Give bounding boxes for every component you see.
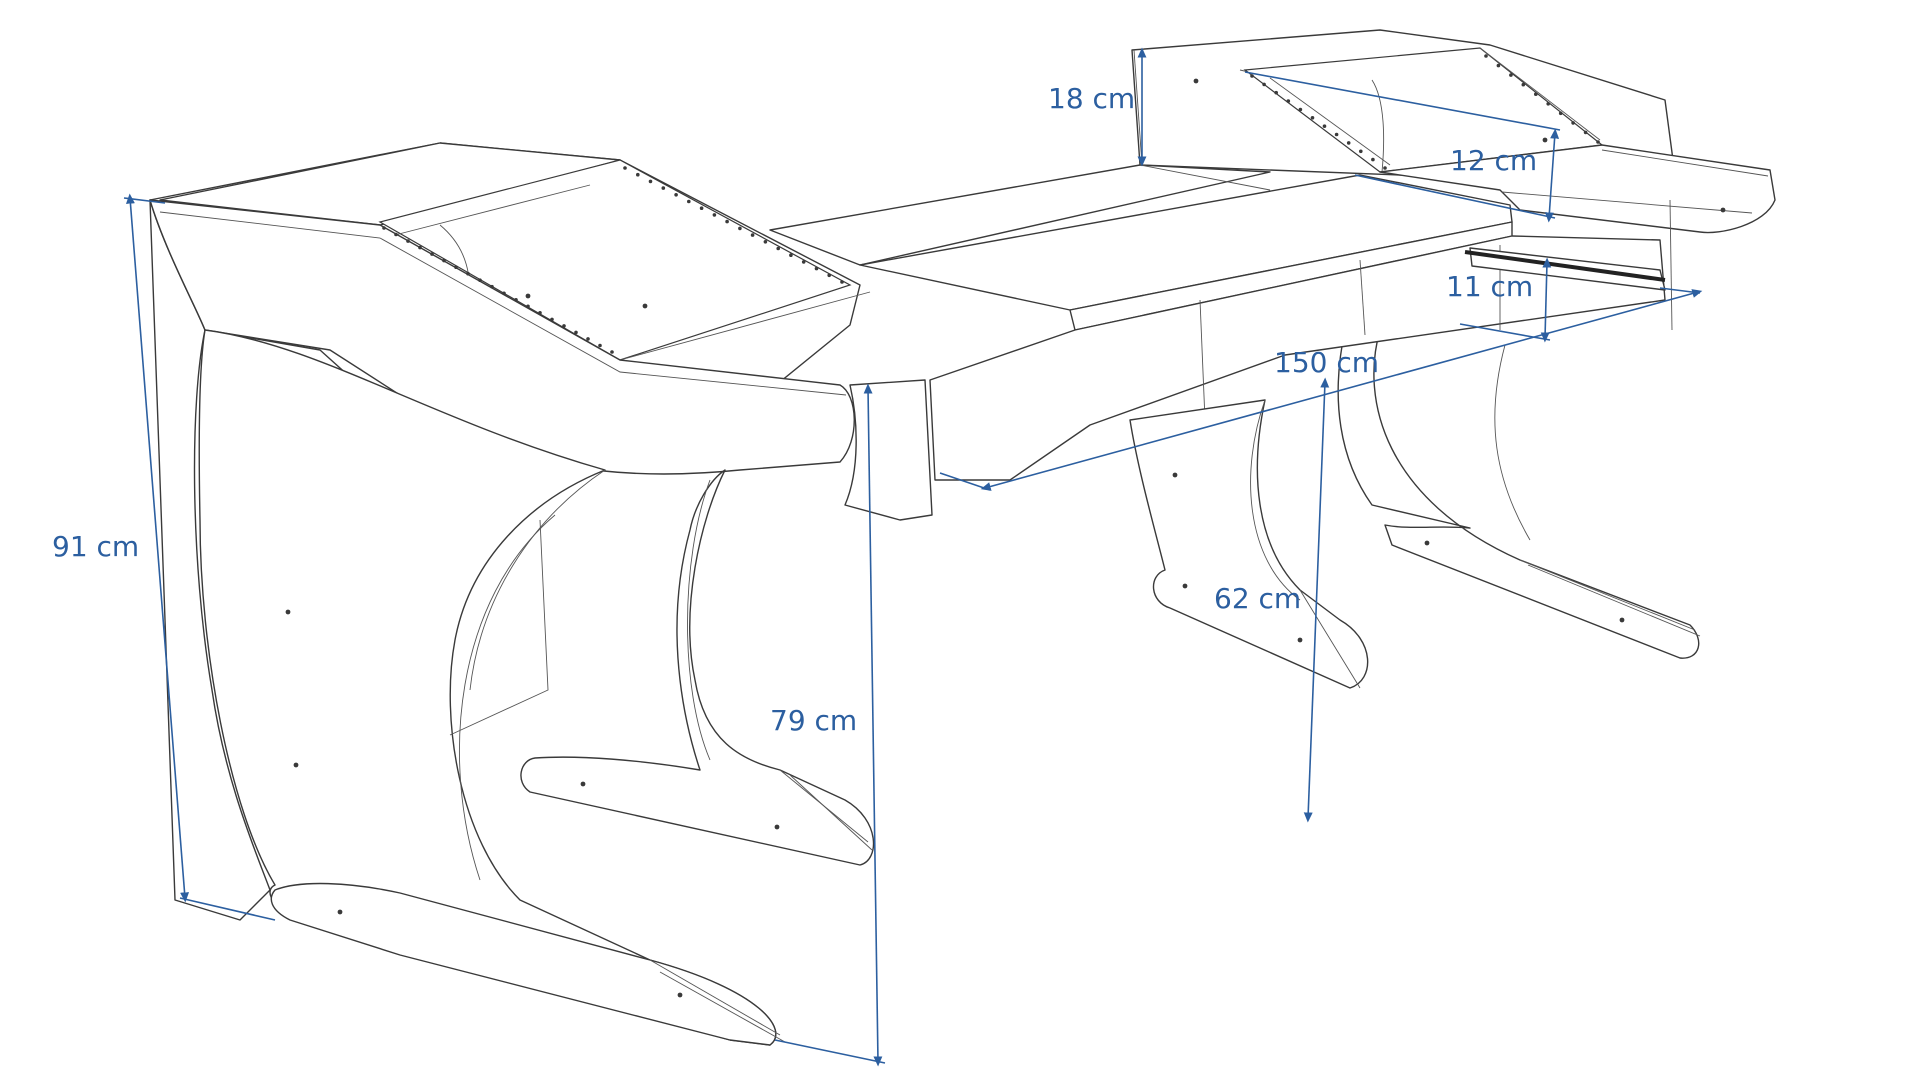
rack-hole [699,206,704,210]
rack-hole [610,350,614,354]
rack-hole [1286,99,1291,103]
rack-hole [750,233,755,237]
rack-hole [526,304,530,309]
label-rack-depth: 12 cm [1450,144,1537,177]
label-legroom-height: 62 cm [1214,582,1301,615]
dim-ext-91-top [123,197,166,204]
rack-hole [454,265,458,270]
dim-ext-150-left [939,472,991,491]
rack-hole [598,343,602,348]
rack-hole [674,193,678,197]
rack-hole [1546,102,1550,106]
rack-hole [623,166,627,170]
dim-ext-91-bottom [179,897,276,921]
dim-line-62cm [1303,377,1330,823]
rack-hole [1250,74,1254,78]
label-total-height: 91 cm [52,530,139,563]
rack-hole [648,179,653,184]
rack-hole [1262,82,1266,87]
rack-hole [827,273,831,278]
rack-hole [430,252,434,256]
rack-hole [490,284,494,289]
rack-hole [442,258,446,263]
rack-hole [418,245,422,250]
label-riser-height: 18 cm [1048,82,1135,115]
label-desk-height: 79 cm [770,704,857,737]
label-drawer-width: 150 cm [1274,346,1379,379]
rack-hole [725,219,729,224]
rack-hole [394,232,398,237]
rack-hole [1322,124,1327,128]
rack-hole [502,291,506,296]
rack-hole [738,226,742,231]
rack-hole [636,172,640,177]
rack-hole [1334,132,1339,137]
rack-hole [661,186,666,190]
rack-hole [514,298,518,302]
rack-hole [776,246,780,251]
rack-hole [1558,111,1563,116]
rack-hole [1509,73,1513,77]
rack-hole [1359,149,1363,154]
dim-line-91cm [125,193,190,903]
rack-hole [562,324,566,328]
rack-hole [1484,54,1488,58]
dim-ext-12-top [1244,71,1561,131]
dim-ext-150-right [1659,287,1701,294]
rack-hole [840,280,844,284]
right-tower [1131,29,1776,659]
rack-hole [1383,166,1387,170]
rack-hole [1596,140,1600,144]
rack-hole [1496,63,1501,68]
rack-hole [406,239,410,243]
rack-hole [1310,116,1315,120]
dimension-labels: 91 cm 79 cm 18 cm 12 cm 11 cm 150 cm 62 … [52,82,1537,737]
rack-hole [789,253,793,257]
rack-hole [466,271,470,276]
dim-ext-79-bottom [774,1039,886,1064]
rack-hole [574,330,578,335]
rack-hole [1534,92,1538,96]
dimension-lines [123,47,1703,1067]
rack-hole [712,213,717,217]
rack-hole [763,240,768,244]
rack-hole [1521,82,1526,87]
rack-hole [801,260,806,264]
rack-hole [550,317,554,322]
rack-hole [1583,130,1588,135]
dim-line-150cm [980,289,1703,491]
rack-holes-right [1250,54,1600,170]
rack-hole [1274,90,1278,95]
rack-hole [538,311,542,315]
rack-hole [1371,157,1375,162]
dim-line-12cm [1544,128,1560,223]
rack-hole [478,278,482,283]
rack-hole [382,226,386,230]
rack-holes-left [382,166,844,354]
rack-hole [687,199,691,204]
dim-line-79cm [863,383,883,1067]
left-tower [149,142,933,1046]
dim-ext-12-bottom [1354,174,1556,219]
rack-hole [586,337,590,341]
rack-hole [1346,141,1351,145]
rack-hole [1571,121,1575,125]
rack-hole [1298,107,1303,112]
rack-hole [814,266,819,271]
dim-ext-11-bottom [1459,323,1551,341]
label-drawer-height: 11 cm [1446,270,1533,303]
